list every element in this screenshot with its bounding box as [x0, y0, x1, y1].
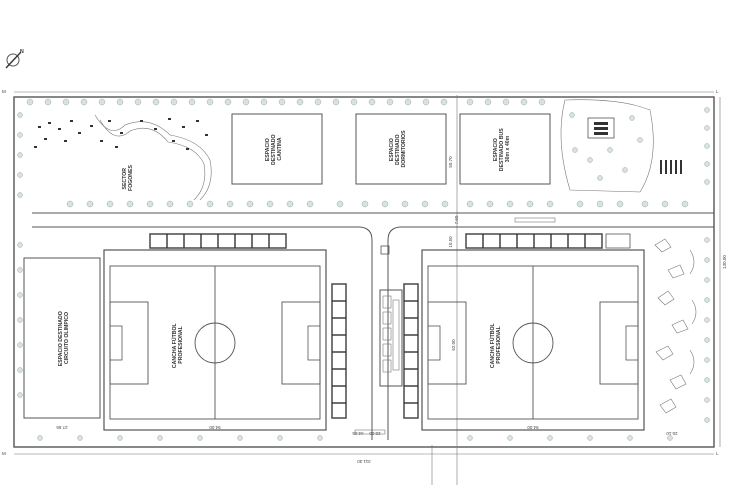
dim-6200: 62.00: [451, 339, 456, 351]
tree-column-left: [17, 112, 23, 398]
tree-row-road: [66, 200, 689, 208]
dim-2755: 27.55: [56, 425, 68, 430]
bus-label-1: ESPACIO: [493, 138, 499, 161]
corner-mark-tl: M: [2, 89, 6, 94]
fogones-label-1: SECTOR: [122, 168, 128, 190]
dim-9400-left: 94.00: [209, 425, 221, 430]
svg-text:CANCHA FÚTBOL PROFESIONA: CANCHA FÚTBOL PROFESIONAL: [489, 322, 502, 368]
svg-text:ESPACIO DESTINADO BUS: ESPACIO DESTINADO BUS 30m x 40m: [493, 127, 511, 171]
svg-text:CANCHA FÚTBOL PROFESIONA: CANCHA FÚTBOL PROFESIONAL: [171, 322, 184, 368]
tree-row-bottom: [37, 435, 673, 441]
road-curve-left: [359, 226, 373, 440]
cancha-right-label-1: CANCHA FÚTBOL: [489, 322, 496, 368]
dim-31130: 311.30: [357, 459, 371, 464]
dormitorios-label-3: DORMITORIOS: [401, 130, 407, 168]
svg-text:ESPACIO DESTINADO: ESPACIO DESTINADO CANTINA: [265, 133, 283, 165]
grandstand-top-right: [465, 233, 631, 249]
svg-text:SECTOR FOGONES: SECTOR FOGONES: [122, 164, 134, 190]
grandstand-top-left: [149, 233, 287, 249]
cantina-block: ESPACIO DESTINADO CANTINA: [231, 113, 323, 185]
gate-marker: [514, 217, 556, 223]
cantina-label-2: DESTINADO: [271, 134, 277, 165]
corner-mark-br: L: [716, 451, 719, 456]
svg-text:ESPACIO DESTINADO: ESPACIO DESTINADO DORMITORIOS: [389, 130, 407, 168]
olimpico-label-1: ESPACIO DESTINADO: [58, 311, 64, 366]
site-boundary: [13, 96, 715, 448]
tree-row-top: [26, 98, 546, 106]
dormitorios-label-2: DESTINADO: [395, 134, 401, 165]
cancha-right-label-2: PROFESIONAL: [496, 325, 502, 363]
dim-5070: 50.70: [448, 156, 453, 168]
cantina-label-3: CANTINA: [277, 137, 283, 161]
corner-mark-bl: M: [2, 451, 6, 456]
dim-2010: 20.10: [666, 431, 678, 436]
grandstand-side-right: [403, 283, 419, 419]
service-building: [379, 245, 403, 387]
bus-block: ESPACIO DESTINADO BUS 30m x 40m: [459, 113, 551, 185]
fogones-area: SECTOR FOGONES: [34, 114, 212, 201]
grandstand-side-left: [331, 283, 347, 419]
dim-9400-right: 94.00: [527, 425, 539, 430]
dim-760: 7.60: [454, 215, 459, 224]
cantina-label-1: ESPACIO: [265, 138, 271, 161]
cancha-right: CANCHA FÚTBOL PROFESIONAL: [421, 249, 645, 431]
dim-13000: 130.00: [722, 255, 727, 269]
fogones-label-2: FOGONES: [128, 164, 134, 190]
dormitorios-block: ESPACIO DESTINADO DORMITORIOS: [355, 113, 447, 185]
dim-1050: 10.50: [448, 236, 453, 248]
olimpico-block: ESPACIO DESTINADO CIRCUITO OLIMPICO: [23, 257, 101, 419]
dormitorios-label-1: ESPACIO: [389, 138, 395, 161]
north-arrow-icon: N: [5, 49, 24, 69]
tree-column-right: [704, 107, 710, 423]
north-letter: N: [20, 49, 24, 55]
cancha-left: CANCHA FÚTBOL PROFESIONAL: [103, 249, 327, 431]
bus-label-2: DESTINADO BUS: [499, 128, 505, 171]
road-curve-right: [387, 226, 401, 440]
corner-mark-tr: L: [716, 89, 719, 94]
olimpico-label-2: CIRCUITO OLIMPICO: [64, 312, 70, 364]
entry-marker: [354, 429, 386, 435]
svg-text:ESPACIO DESTINADO CIRCUI: ESPACIO DESTINADO CIRCUITO OLIMPICO: [58, 310, 70, 366]
landscape-right: [654, 238, 697, 414]
cancha-left-label-2: PROFESIONAL: [178, 325, 184, 363]
dim-2000: 20.00: [369, 431, 381, 436]
park-area: [560, 99, 682, 193]
bus-label-3: 30m x 40m: [505, 135, 511, 162]
cancha-left-label-1: CANCHA FÚTBOL: [171, 322, 178, 368]
dim-4405: 44.05: [352, 431, 364, 436]
